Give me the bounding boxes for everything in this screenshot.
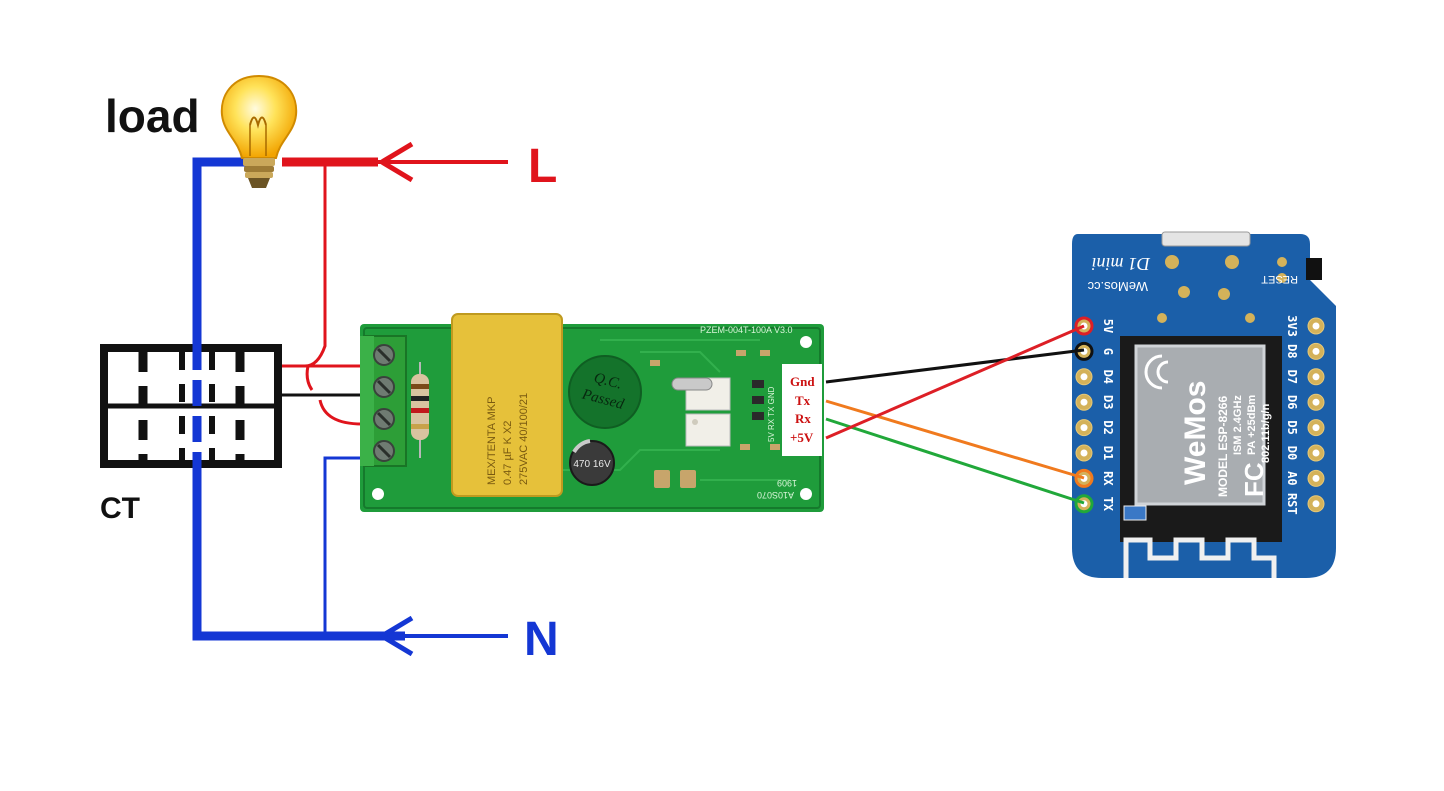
shield-line-3: PA +25dBm <box>1246 395 1258 455</box>
shield-line-2: ISM 2.4GHz <box>1232 395 1244 455</box>
pin-label-rx: RX <box>1101 471 1115 486</box>
pin-hole-d4 <box>1080 373 1088 381</box>
pzem-004t-board: PZEM-004T-100A V3.0 <box>360 313 824 512</box>
resistor <box>411 362 429 458</box>
elec-cap-label: 470 16V <box>573 459 611 470</box>
pzem-pcb-name: PZEM-004T-100A V3.0 <box>700 325 793 335</box>
pin-label-d2: D2 <box>1101 420 1115 434</box>
live-to-pzem-wire <box>304 162 362 368</box>
shield-line-1: MODEL ESP-8266 <box>1216 396 1230 497</box>
serial-wiring <box>825 324 1085 505</box>
left-pin-column <box>1074 316 1094 514</box>
header-pin-5v: +5V <box>790 430 814 445</box>
pin-label-d5: D5 <box>1285 420 1299 434</box>
header-pin-tx: Tx <box>795 393 811 408</box>
pzem-code-1: A10S070 <box>757 490 794 500</box>
shield-brand: WeMos <box>1179 381 1212 485</box>
pin-hole-d8 <box>1312 347 1320 355</box>
wifi-icon <box>1144 354 1169 390</box>
esp8266-shield: WeMos MODEL ESP-8266 ISM 2.4GHz PA +25dB… <box>1120 336 1282 578</box>
pin-hole-d1 <box>1080 449 1088 457</box>
pin-label-g: G <box>1101 348 1115 355</box>
current-transformer <box>100 344 282 470</box>
optocoupler-2 <box>685 413 731 447</box>
ct-sense-wire-red-2 <box>318 399 363 426</box>
pin-hole-d0 <box>1312 449 1320 457</box>
usb-port <box>1161 231 1251 247</box>
cap-text-2: 0.47 µF K X2 <box>502 421 514 485</box>
pin-label-d1: D1 <box>1101 446 1115 460</box>
neutral-arrow-icon <box>377 615 414 657</box>
live-arrow-icon <box>377 141 414 183</box>
reset-button <box>1306 258 1322 280</box>
pin-hole-d3 <box>1080 398 1088 406</box>
pin-label-d7: D7 <box>1285 370 1299 384</box>
load-label: load <box>105 90 200 142</box>
pin-hole-d5 <box>1312 424 1320 432</box>
pin-hole-a0 <box>1312 474 1320 482</box>
pin-hole-rst <box>1312 500 1320 508</box>
header-pin-rx: Rx <box>795 411 811 426</box>
d1-brand: WeMos.cc <box>1087 279 1148 294</box>
gnd-wire <box>825 348 1085 384</box>
tx-wire <box>825 399 1085 480</box>
d1-model: D1 mini <box>1092 254 1152 274</box>
pin-label-d4: D4 <box>1101 370 1115 384</box>
pin-label-tx: TX <box>1101 497 1115 512</box>
qc-passed-sticker: Q.C. Passed <box>568 355 642 429</box>
pin-label-3v3: 3V3 <box>1285 315 1299 337</box>
x2-capacitor: MEX/TENTA MKP 0.47 µF K X2 275VAC 40/100… <box>451 313 563 497</box>
ct-label: CT <box>100 492 140 525</box>
pin-hole-3v3 <box>1312 322 1320 330</box>
qc-line-1: Q.C. <box>592 370 624 393</box>
pin-label-d0: D0 <box>1285 446 1299 460</box>
pzem-silk-pins: 5V RX TX GND <box>767 386 776 442</box>
cap-text-1: MEX/TENTA MKP <box>486 397 498 485</box>
pzem-header: Gnd Tx Rx +5V <box>782 364 822 456</box>
right-pin-column <box>1307 317 1325 513</box>
pin-label-5v: 5V <box>1101 319 1115 333</box>
electrolytic-capacitor: 470 16V <box>569 439 615 486</box>
fcc-logo: FC <box>1239 462 1269 497</box>
crystal <box>671 377 713 391</box>
pin-label-d6: D6 <box>1285 395 1299 409</box>
screw-terminal <box>360 335 407 467</box>
ct-sense-wire-red-1 <box>282 364 314 391</box>
wemos-d1-mini-board: WeMos.cc D1 mini RESET WeMos MODEL ESP-8… <box>1072 231 1336 578</box>
neutral-label: N <box>524 613 559 666</box>
pzem-code-2: 1909 <box>777 478 797 488</box>
pin-hole-d6 <box>1312 398 1320 406</box>
pin-label-d8: D8 <box>1285 344 1299 358</box>
header-pin-gnd: Gnd <box>790 374 815 389</box>
pin-label-a0: A0 <box>1285 471 1299 485</box>
neutral-to-pzem-wire <box>323 456 362 636</box>
line-label: L <box>528 140 557 193</box>
cap-text-3: 275VAC 40/100/21 <box>518 393 530 485</box>
rx-wire <box>825 417 1085 505</box>
pin-hole-d7 <box>1312 373 1320 381</box>
shield-line-4: 802.11b/g/n <box>1260 403 1272 463</box>
light-bulb-icon <box>220 74 298 188</box>
pin-label-rst: RST <box>1285 493 1299 515</box>
live-wiring <box>282 141 508 426</box>
pin-hole-d2 <box>1080 424 1088 432</box>
pin-label-d3: D3 <box>1101 395 1115 409</box>
vcc-wire <box>825 324 1085 440</box>
d1-reset-label: RESET <box>1261 273 1298 285</box>
